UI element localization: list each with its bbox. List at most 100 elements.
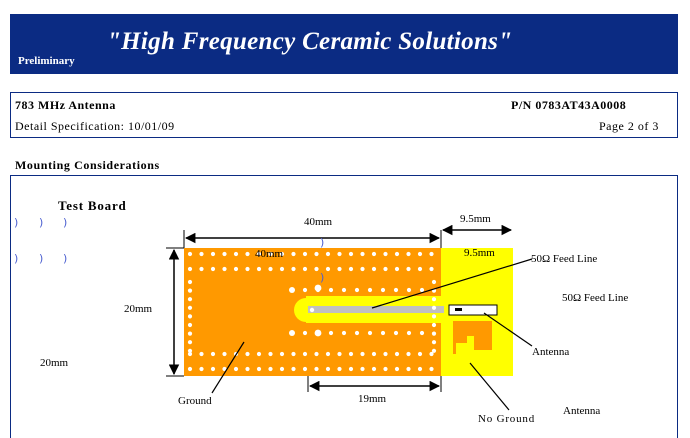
- via-hole: [233, 251, 239, 257]
- via-hole: [431, 340, 437, 345]
- via-hole: [325, 251, 331, 257]
- preliminary-label: Preliminary: [18, 55, 75, 67]
- via-hole: [302, 330, 308, 336]
- via-hole: [393, 330, 399, 336]
- feed-clearance-bottom: [306, 313, 441, 323]
- via-hole: [393, 287, 399, 293]
- dim-width-label: 40mm: [304, 216, 333, 228]
- antenna-chip-mark: [455, 308, 462, 311]
- via-hole: [187, 351, 193, 357]
- via-hole: [245, 351, 250, 357]
- via-hole: [406, 287, 412, 293]
- via-hole: [291, 251, 296, 257]
- placeholder-marker: ): [63, 216, 67, 229]
- via-hole: [348, 251, 354, 257]
- dim-width-label-overlap: 40mm: [255, 248, 284, 260]
- placeholder-marker: ): [320, 271, 324, 284]
- via-hole: [199, 366, 204, 372]
- via-hole: [222, 366, 227, 372]
- via-hole: [431, 331, 437, 336]
- spec-date: Detail Specification: 10/01/09: [15, 119, 175, 133]
- via-hole: [187, 251, 193, 257]
- via-hole: [187, 305, 193, 310]
- via-hole: [431, 297, 437, 302]
- via-hole: [245, 266, 250, 272]
- via-hole: [429, 351, 434, 357]
- via-hole: [302, 351, 308, 357]
- via-hole: [367, 287, 373, 293]
- dim-feed-label: 19mm: [358, 393, 387, 405]
- via-hole: [371, 366, 377, 372]
- via-hole: [419, 287, 425, 293]
- via-hole: [187, 331, 193, 336]
- via-hole: [210, 351, 216, 357]
- dim-antenna-label: 9.5mm: [460, 213, 491, 225]
- feed-via: [309, 307, 315, 313]
- via-hole: [279, 266, 285, 272]
- via-hole: [314, 266, 319, 272]
- via-hole: [417, 366, 423, 372]
- via-hole: [256, 366, 262, 372]
- via-hole: [371, 266, 377, 272]
- via-hole: [291, 351, 296, 357]
- leader-feed-line: [371, 258, 533, 309]
- via-hole: [431, 348, 437, 353]
- header-banner: "High Frequency Ceramic Solutions" Preli…: [10, 14, 678, 74]
- product-title: 783 MHz Antenna: [15, 98, 116, 112]
- via-hole: [360, 366, 365, 372]
- via-hole: [187, 279, 193, 285]
- via-hole: [371, 351, 377, 357]
- via-hole: [380, 330, 386, 336]
- via-hole: [360, 251, 365, 257]
- via-hole: [289, 330, 295, 336]
- dim-height-label: 20mm: [124, 303, 153, 315]
- via-hole: [279, 366, 285, 372]
- via-hole: [187, 322, 193, 328]
- via-hole: [302, 287, 308, 293]
- via-hole: [406, 266, 411, 272]
- via-hole: [380, 287, 386, 293]
- spec-info-box: 783 MHz Antenna P/N 0783AT43A0008 Detail…: [10, 92, 678, 138]
- section-title: Mounting Considerations: [15, 158, 160, 172]
- via-hole: [328, 330, 334, 336]
- via-hole: [314, 329, 322, 337]
- via-hole: [337, 266, 342, 272]
- via-hole: [325, 266, 331, 272]
- via-hole: [256, 251, 262, 257]
- via-hole: [394, 266, 400, 272]
- dim-antenna-label-overlap: 9.5mm: [464, 247, 495, 259]
- antenna-label: Antenna: [532, 346, 569, 358]
- placeholder-marker: ): [320, 236, 324, 249]
- via-hole: [354, 287, 360, 293]
- via-hole: [268, 366, 273, 372]
- via-hole: [394, 251, 400, 257]
- via-hole: [360, 351, 365, 357]
- feed-line-label: 50Ω Feed Line: [531, 253, 597, 265]
- via-hole: [187, 297, 193, 302]
- figure-frame: [10, 175, 678, 438]
- via-hole: [431, 314, 437, 319]
- via-hole: [210, 251, 216, 257]
- via-hole: [371, 251, 377, 257]
- via-hole: [187, 366, 193, 372]
- via-hole: [337, 351, 342, 357]
- via-hole: [199, 266, 204, 272]
- no-ground-label: No Ground: [478, 413, 535, 425]
- via-hole: [325, 366, 331, 372]
- placeholder-marker: ): [14, 252, 18, 265]
- via-hole: [383, 251, 388, 257]
- via-hole: [394, 351, 400, 357]
- via-hole: [431, 305, 437, 310]
- via-hole: [199, 251, 204, 257]
- via-hole: [187, 266, 193, 272]
- via-hole: [348, 351, 354, 357]
- via-hole: [199, 351, 204, 357]
- via-hole: [222, 266, 227, 272]
- via-hole: [354, 330, 360, 336]
- feed-line-label-duplicate: 50Ω Feed Line: [562, 292, 628, 304]
- via-hole: [302, 251, 308, 257]
- via-hole: [245, 366, 250, 372]
- via-hole: [417, 351, 423, 357]
- via-hole: [291, 266, 296, 272]
